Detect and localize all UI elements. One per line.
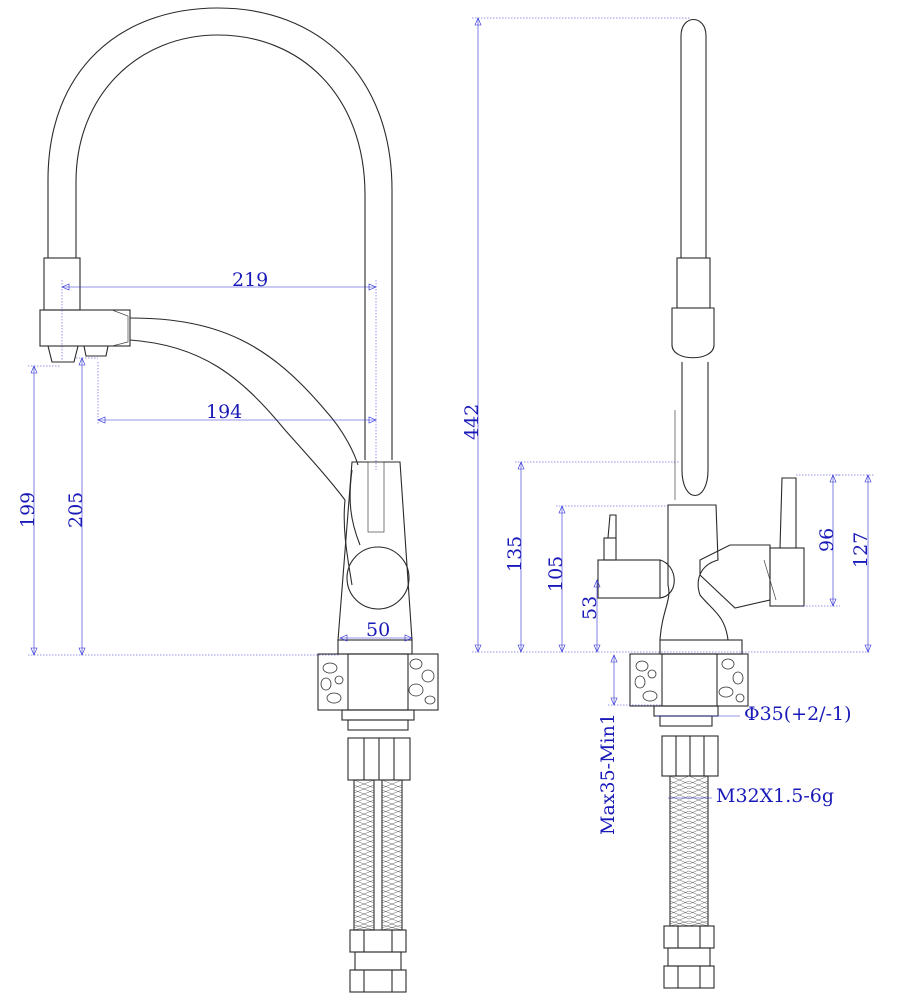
dim-height-outlet: 199 — [17, 492, 39, 528]
dim-height-handle: 205 — [65, 492, 87, 528]
dim-side-lever-length: 96 — [816, 528, 838, 552]
side-right-lever — [699, 544, 771, 609]
side-left-valve — [597, 559, 661, 599]
front-side-block — [39, 309, 131, 347]
dim-base-diameter: 50 — [366, 619, 390, 641]
side-dimensions: 442 135 105 53 96 127 Φ35(+2/-1) M32X1.5… — [461, 17, 874, 835]
note-thread: M32X1.5-6g — [716, 785, 834, 807]
front-handle-knob — [346, 546, 410, 610]
side-body — [659, 504, 729, 641]
front-body — [337, 461, 413, 641]
side-spout — [680, 19, 707, 258]
front-view — [39, 7, 439, 993]
front-dimensions: 219 194 199 205 50 — [17, 269, 413, 656]
front-hoses — [353, 779, 403, 931]
dim-lever-height: 105 — [545, 556, 567, 592]
dim-body-height: 135 — [504, 536, 526, 572]
note-deck-thickness: Max35-Min1 — [597, 713, 619, 835]
side-spray-head — [671, 307, 715, 359]
dim-total-height: 442 — [461, 404, 483, 440]
side-view — [597, 19, 805, 989]
side-deck — [629, 653, 749, 707]
dim-handle-reach: 194 — [206, 401, 242, 423]
front-spout-outer — [47, 7, 393, 460]
dim-side-lever-height: 127 — [850, 532, 872, 568]
dim-spout-reach: 219 — [232, 269, 268, 291]
front-filter-arm — [129, 317, 359, 466]
dim-inlet-height: 53 — [579, 596, 601, 620]
front-spout-inner — [75, 34, 366, 460]
note-hole-diameter: Φ35(+2/-1) — [744, 703, 852, 725]
